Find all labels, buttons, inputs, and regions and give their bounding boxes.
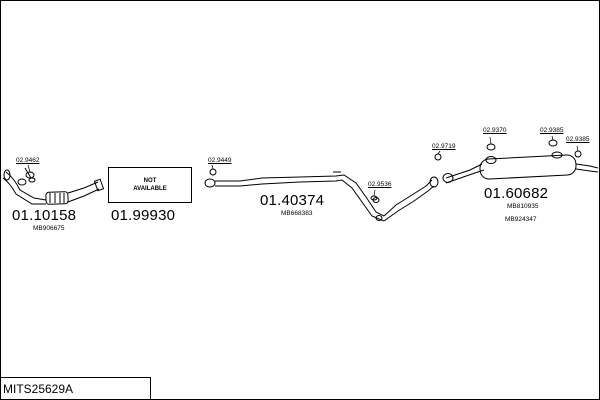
not-available-line2: AVAILABLE (133, 186, 167, 192)
part-label-d: 02.9719 (432, 143, 456, 150)
not-available-line1: NOT (143, 177, 157, 184)
part-number-rear-silencer: 01.60682 (484, 185, 549, 202)
oe-number-front-pipe: MB906675 (33, 225, 65, 232)
leader-lines (27, 135, 579, 197)
kit-code: MITS25629A (3, 382, 74, 396)
part-number-middle-pipe: 01.40374 (260, 192, 325, 209)
middle-pipe-drawing (204, 171, 439, 222)
part-label-c: 02.9536 (368, 181, 392, 188)
rear-silencer-drawing (442, 151, 599, 184)
part-label-a: 02.9462 (16, 157, 40, 164)
front-pipe-drawing (2, 167, 105, 205)
part-label-e: 02.9370 (483, 127, 507, 134)
part-label-b: 02.9449 (208, 157, 232, 164)
not-available-box: NOT AVAILABLE (108, 167, 192, 203)
part-number-front-pipe: 01.10158 (12, 207, 77, 224)
oe-number-rear-silencer-2: MB924347 (505, 216, 537, 223)
oe-number-middle-pipe: MB668383 (281, 210, 313, 217)
part-number-not-available: 01.99930 (111, 207, 176, 224)
kit-code-box: MITS25629A (0, 377, 151, 400)
oe-number-rear-silencer-1: MB810935 (507, 203, 539, 210)
part-label-f: 02.9385 (540, 127, 564, 134)
part-label-g: 02.9385 (566, 136, 590, 143)
